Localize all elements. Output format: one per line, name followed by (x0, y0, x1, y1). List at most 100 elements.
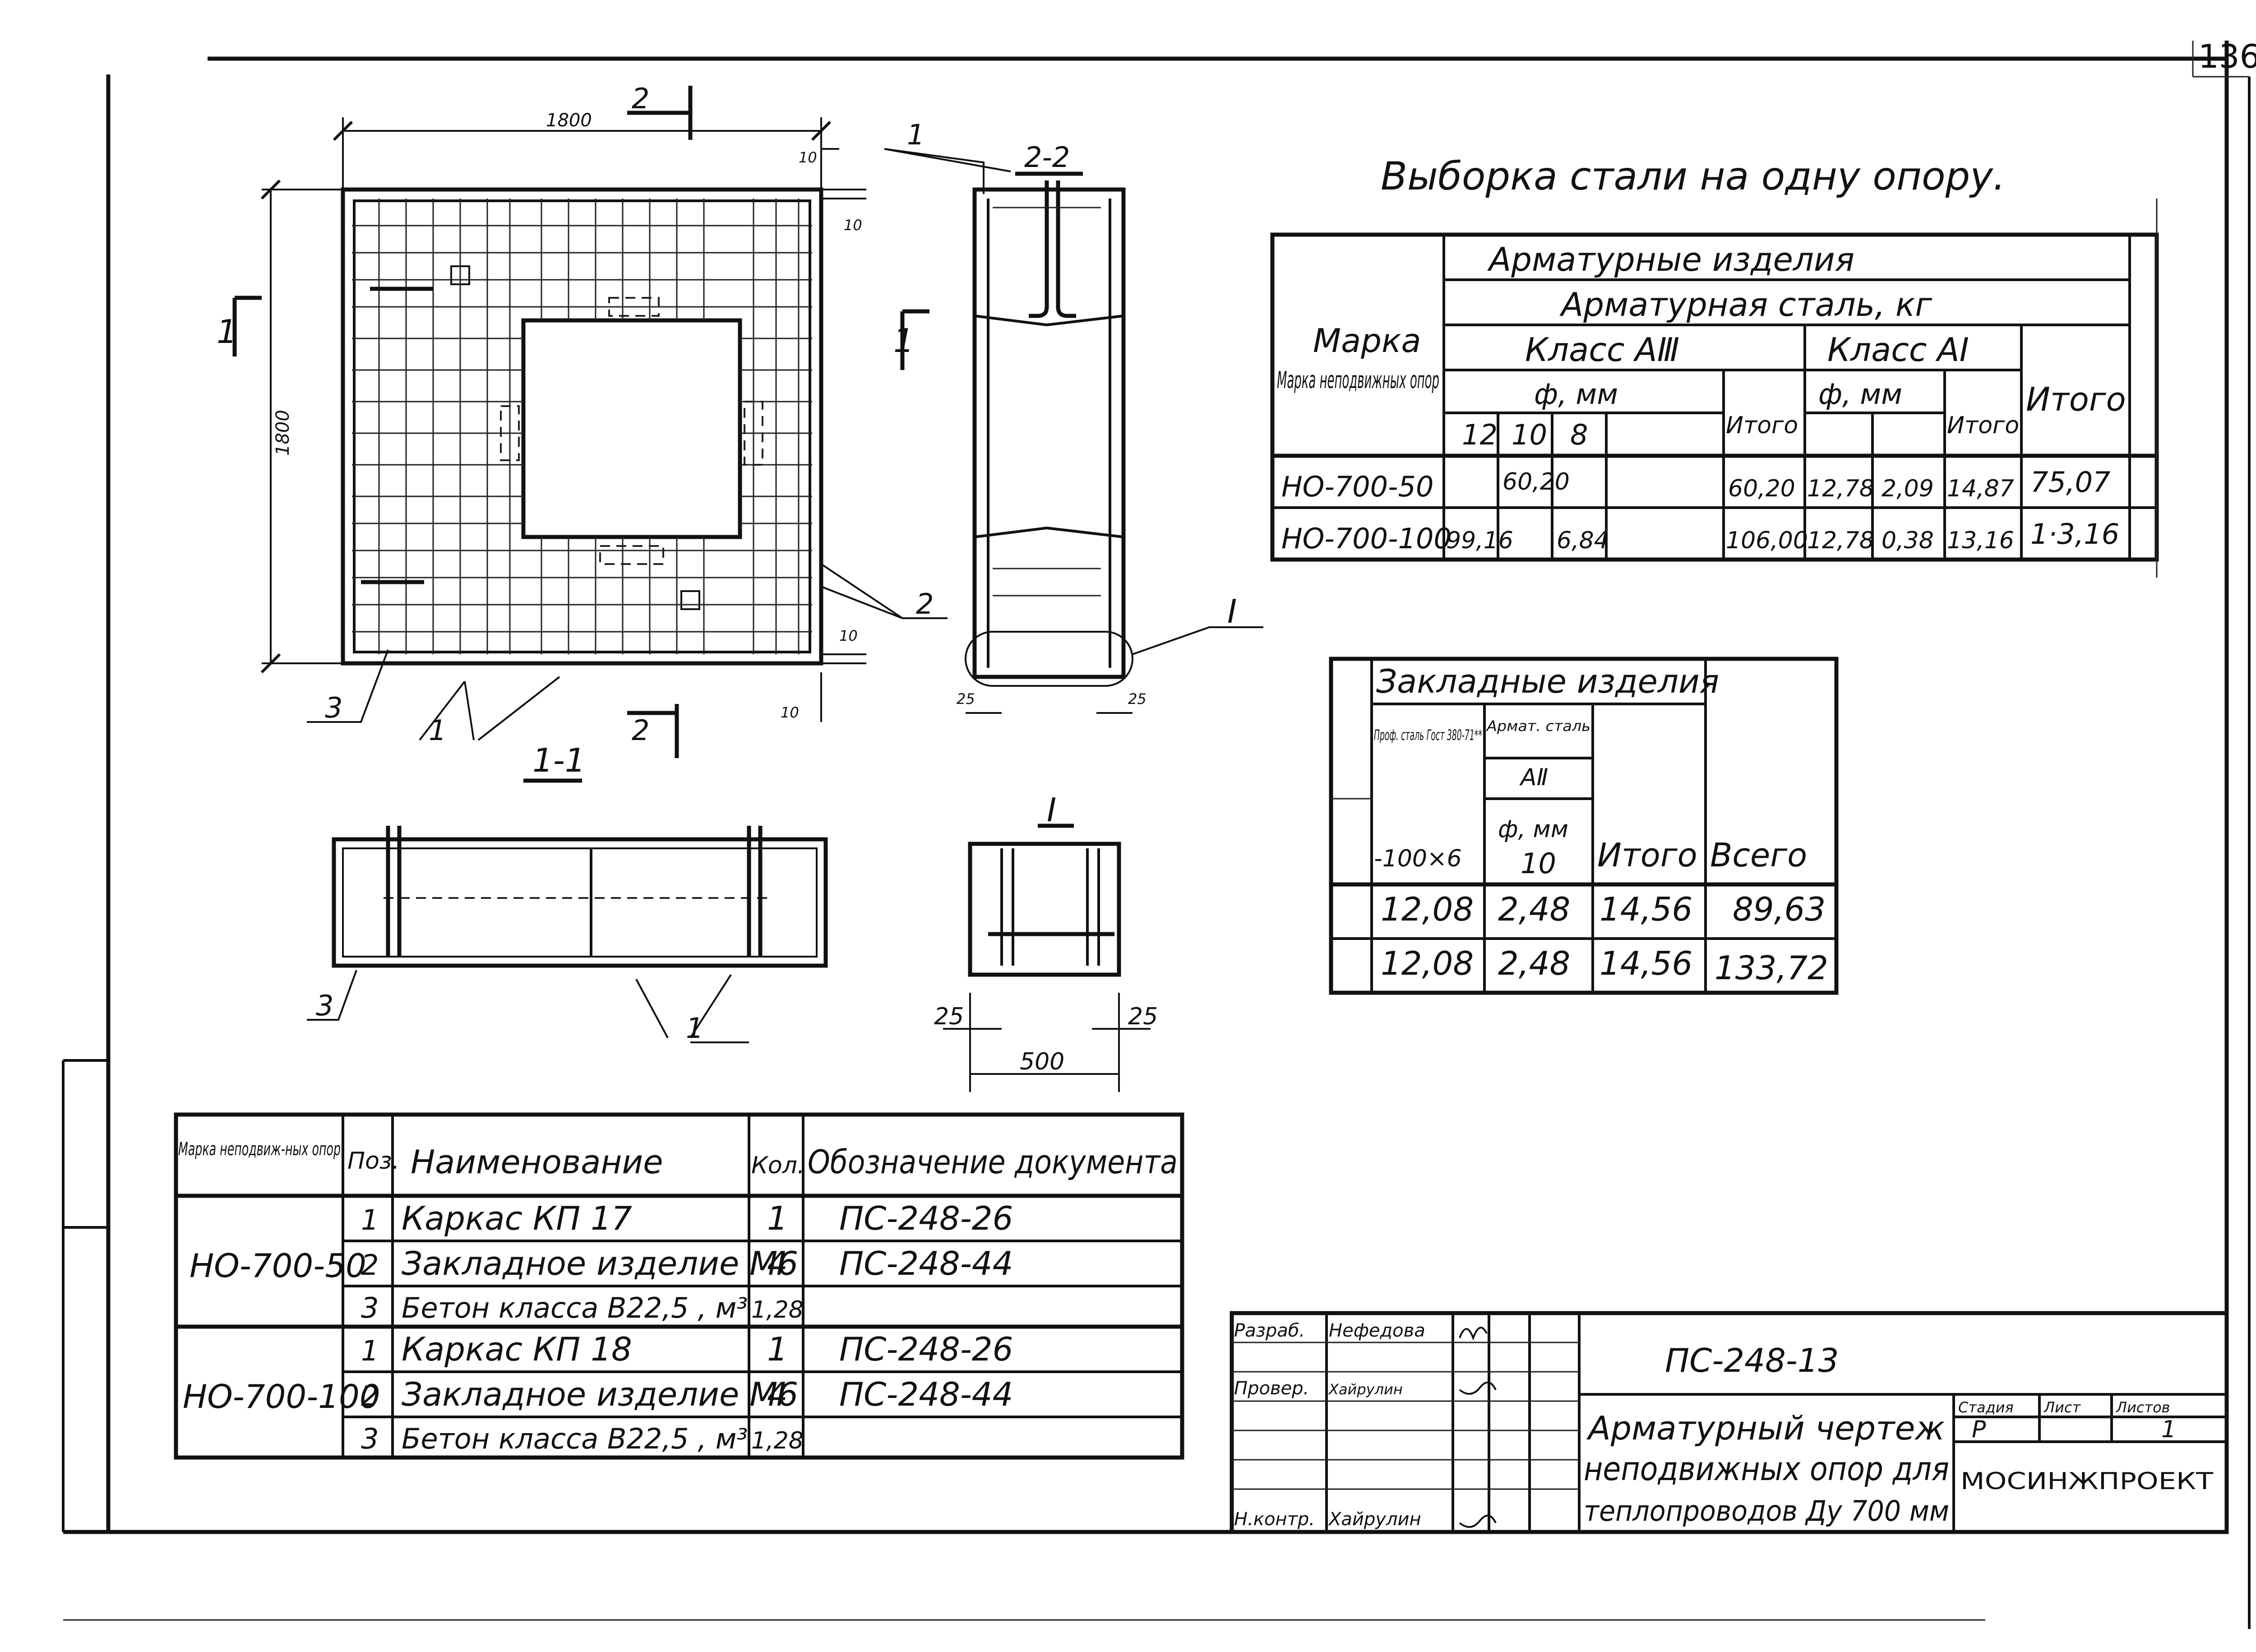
steel-row2-a1-2: 0,38 (1882, 527, 1934, 554)
spec-g1-r1-pos: 1 (361, 1203, 379, 1236)
spec-g1-r1-name: Каркас КП 17 (402, 1199, 632, 1237)
steel-row2-brand: НО-700-100 (1281, 522, 1452, 555)
col-brand: Марка неподвижных опор (1277, 367, 1439, 394)
embed-row2-armat: 2,48 (1498, 944, 1570, 982)
spec-g1-r1-qty: 1 (767, 1199, 788, 1237)
page-number: 136 (2198, 37, 2256, 75)
dim-10-bottom: 10 (839, 627, 858, 644)
tb-r2-name: Хайрулин (1328, 1381, 1403, 1398)
spec-g2-r1-qty: 1 (767, 1330, 788, 1368)
spec-table: Марка неподвиж-ных опор Поз. Наименовани… (174, 1112, 1184, 1460)
spec-g1-r2-doc: ПС-248-44 (839, 1245, 1013, 1282)
section-1-left: 1 (217, 313, 237, 351)
tb-org: МОСИНЖПРОЕКТ (1960, 1468, 2213, 1495)
class-a1: Класс АI (1827, 331, 1969, 369)
section-2-bottom: 2 (632, 714, 649, 747)
tb-sheets-label: Листов (2116, 1399, 2170, 1416)
spec-col-pos: Поз. (347, 1148, 399, 1175)
spec-col-brand: Марка неподвиж-ных опор (178, 1139, 341, 1160)
embed-itogo: Итого (1597, 836, 1697, 874)
class-a3: Класс АⅢ (1525, 331, 1679, 369)
section11-callout-1: 1 (686, 1012, 703, 1045)
spec-g2-r1-name: Каркас КП 18 (402, 1330, 632, 1368)
group-armatura: Арматурные изделия (1487, 241, 1854, 278)
subgroup-steel: Арматурная сталь, кг (1559, 286, 1932, 324)
tb-r1-name: Нефедова (1329, 1320, 1425, 1341)
embed-dia-val: 10 (1521, 847, 1556, 880)
spec-g2-r3-qty: 1,28 (751, 1427, 804, 1454)
steel-row2-itogo-a3: 106,00 (1726, 527, 1808, 554)
spec-g2-r3-name: Бетон класса В22,5 , м³ (402, 1422, 748, 1455)
plan-width-dimension: 1800 (546, 110, 592, 131)
steel-row1-itogo-a1: 14,87 (1947, 475, 2014, 502)
section11-callout-3: 3 (316, 989, 333, 1022)
embed-prof-size: -100×6 (1374, 845, 1462, 872)
spec-g1-r3-name: Бетон класса В22,5 , м³ (402, 1291, 748, 1324)
steel-row2-itogo-a1: 13,16 (1947, 527, 2014, 554)
embed-col-prof: Проф. сталь Гост 380-71** (1374, 727, 1482, 744)
signature-1 (1459, 1327, 1488, 1341)
spec-col-doc: Обозначение документа (808, 1143, 1178, 1181)
title-block: Разраб. Нефедова Провер. Хайрулин Н.конт… (1230, 1311, 2229, 1534)
steel-table: Выборка стали на одну опору. Марка Марка… (1270, 154, 2159, 578)
steel-row2-a1-1: 12,78 (1807, 527, 1874, 554)
d10: 10 (1512, 418, 1547, 451)
tb-r1-role: Разраб. (1234, 1320, 1305, 1341)
tb-doc-title-1: Арматурный чертеж (1586, 1409, 1945, 1447)
tb-sheet-label: Лист (2043, 1399, 2081, 1416)
steel-row1-brand: НО-700-50 (1281, 470, 1433, 503)
embed-col-armat: Армат. сталь (1486, 717, 1590, 735)
embed-row2-vsego: 133,72 (1715, 949, 1828, 987)
spec-g1-r2-pos: 2 (361, 1249, 379, 1282)
spec-g1-r1-doc: ПС-248-26 (839, 1199, 1013, 1237)
steel-row1-total: 75,07 (2030, 466, 2111, 499)
plan-callout-3: 3 (325, 691, 342, 724)
steel-table-title: Выборка стали на одну опору. (1381, 154, 2005, 199)
dia-a1: ф, мм (1818, 378, 1902, 411)
section-2-top: 2 (632, 82, 649, 115)
embed-dia: ф, мм (1498, 816, 1568, 843)
spec-g2-r3-pos: 3 (361, 1422, 379, 1455)
section-22-label: 2-2 (1024, 141, 1070, 174)
spec-col-name: Наименование (411, 1143, 663, 1181)
signature-3 (1459, 1514, 1497, 1528)
signature-2 (1459, 1381, 1497, 1395)
section-1-right: 1 (893, 322, 914, 360)
detail-I: I 500 25 25 (934, 791, 1158, 1092)
section22-callout-1: 1 (907, 118, 925, 151)
spec-g2-r2-pos: 2 (361, 1379, 379, 1412)
section-2-2: 2-2 1 25 25 I (884, 118, 1263, 714)
steel-row1-a1-2: 2,09 (1882, 475, 1934, 502)
spec-group1-brand: НО-700-50 (190, 1247, 366, 1285)
d12: 12 (1462, 418, 1498, 451)
detail-I-callout: I (1227, 592, 1237, 630)
dim-10-top-right: 10 (844, 217, 862, 234)
embed-row1-vsego: 89,63 (1733, 890, 1826, 928)
spec-g2-r2-name: Закладное изделие М6 (402, 1375, 798, 1413)
section22-dim-25-left: 25 (957, 690, 975, 708)
tb-r2-role: Провер. (1234, 1378, 1309, 1399)
steel-row2-total: 1·3,16 (2030, 518, 2119, 551)
tb-doc-code: ПС-248-13 (1665, 1342, 1839, 1379)
plan-callout-1: 1 (429, 714, 446, 747)
embed-title: Закладные изделия (1376, 662, 1719, 700)
embed-row1-armat: 2,48 (1498, 890, 1570, 928)
detail-dim-25-right: 25 (1128, 1003, 1158, 1030)
tb-r3-role: Н.контр. (1234, 1509, 1315, 1530)
tb-stage-label: Стадия (1958, 1399, 2014, 1416)
dim-10-bottom-right: 10 (781, 704, 799, 721)
steel-row1-d10: 60,20 (1502, 468, 1570, 495)
tb-sheets-val: 1 (2161, 1416, 2176, 1443)
steel-row2-d12: 99,16 (1446, 527, 1513, 554)
detail-I-label: I (1047, 791, 1056, 829)
embed-table: Закладные изделия Проф. сталь Гост 380-7… (1329, 657, 1839, 995)
col-brand-1: Марка (1313, 322, 1421, 360)
spec-g1-r3-pos: 3 (361, 1291, 379, 1324)
section-1-1: 1-1 3 1 (307, 741, 828, 1045)
itogo-a3: Итого (1726, 412, 1798, 439)
tb-stage-val: Р (1972, 1416, 1986, 1443)
steel-row1-itogo-a3: 60,20 (1728, 475, 1795, 502)
spec-g2-r2-qty: 4 (767, 1375, 788, 1413)
embed-row2-prof: 12,08 (1381, 944, 1474, 982)
embed-vsego: Всего (1710, 836, 1807, 874)
